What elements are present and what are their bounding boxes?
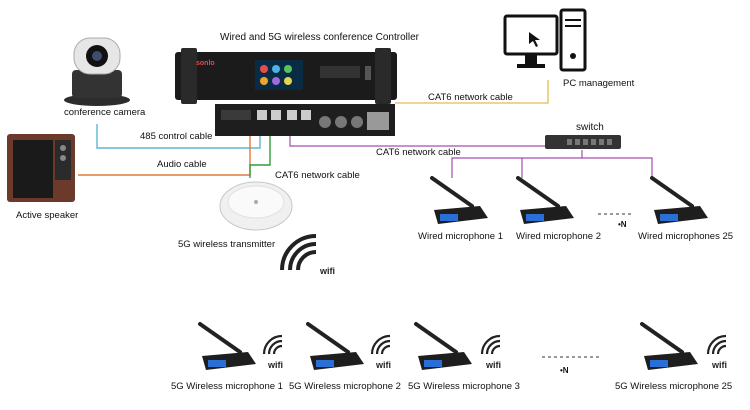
controller-brand: sonlo: [196, 60, 215, 67]
cat6-switch-label: CAT6 network cable: [376, 147, 461, 158]
wireless-mic-25-label: 5G Wireless microphone 25: [615, 381, 733, 392]
camera-icon: [64, 37, 130, 106]
wireless-mic-3-label: 5G Wireless microphone 3: [408, 381, 520, 392]
audio-label: Audio cable: [157, 159, 207, 170]
wired-mic-25-icon: [650, 176, 708, 224]
wireless-mic-1-label: 5G Wireless microphone 1: [171, 381, 283, 392]
transmitter-wifi-icon: [280, 234, 317, 271]
wireless-mic-2-wifi-label: wifi: [376, 360, 391, 370]
wired-more-label: •N: [618, 220, 627, 229]
pc-label: PC management: [563, 78, 635, 89]
wireless-more-label: •N: [560, 366, 569, 375]
rs485-line: [96, 124, 261, 149]
cat6-switch-line: [289, 134, 545, 147]
wireless-mic-1-wifi-label: wifi: [268, 360, 283, 370]
camera-label: conference camera: [64, 107, 146, 118]
wireless-mic-2-icon: [306, 322, 364, 370]
switch-label: switch: [576, 122, 604, 133]
transmitter-icon: [219, 181, 293, 231]
transmitter-label: 5G wireless transmitter: [178, 239, 276, 250]
switch-icon: [545, 135, 621, 149]
cat6-pc-line: [395, 80, 549, 104]
wired-mic-25-label: Wired microphones 25: [638, 231, 734, 242]
pc-icon: [503, 8, 587, 72]
wireless-mic-2-label: 5G Wireless microphone 2: [289, 381, 401, 392]
controller-title: Wired and 5G wireless conference Control…: [220, 32, 419, 43]
switch-to-mic25-line: [582, 157, 653, 178]
wireless-mic-3-wifi-label: wifi: [486, 360, 501, 370]
wired-mic-2-icon: [516, 176, 574, 224]
wireless-mic-25-wifi-label: wifi: [712, 360, 727, 370]
switch-to-mic1-line: [451, 150, 583, 178]
wireless-mic-2-wifi-icon: [370, 334, 391, 355]
wired-mic-2-label: Wired microphone 2: [516, 231, 602, 242]
wireless-mic-1-icon: [198, 322, 256, 370]
speaker-label: Active speaker: [16, 210, 79, 221]
wireless-mic-3-wifi-icon: [480, 334, 501, 355]
rs485-label: 485 control cable: [140, 131, 213, 142]
cat6-transmitter-line: [249, 134, 271, 178]
wireless-mic-1-wifi-icon: [262, 334, 283, 355]
wireless-mic-3-icon: [414, 322, 472, 370]
wired-mic-1-icon: [430, 176, 488, 224]
wireless-mic-25-wifi-icon: [706, 334, 727, 355]
wired-mic-1-label: Wired microphone 1: [418, 231, 504, 242]
cat6-transmitter-label: CAT6 network cable: [275, 170, 360, 181]
cat6-pc-label: CAT6 network cable: [428, 92, 513, 103]
transmitter-wifi-label: wifi: [320, 266, 335, 276]
wireless-mic-25-icon: [640, 322, 698, 370]
controller-unit: [175, 48, 397, 104]
controller-back-panel: [215, 104, 395, 136]
speaker-icon: [7, 134, 75, 202]
